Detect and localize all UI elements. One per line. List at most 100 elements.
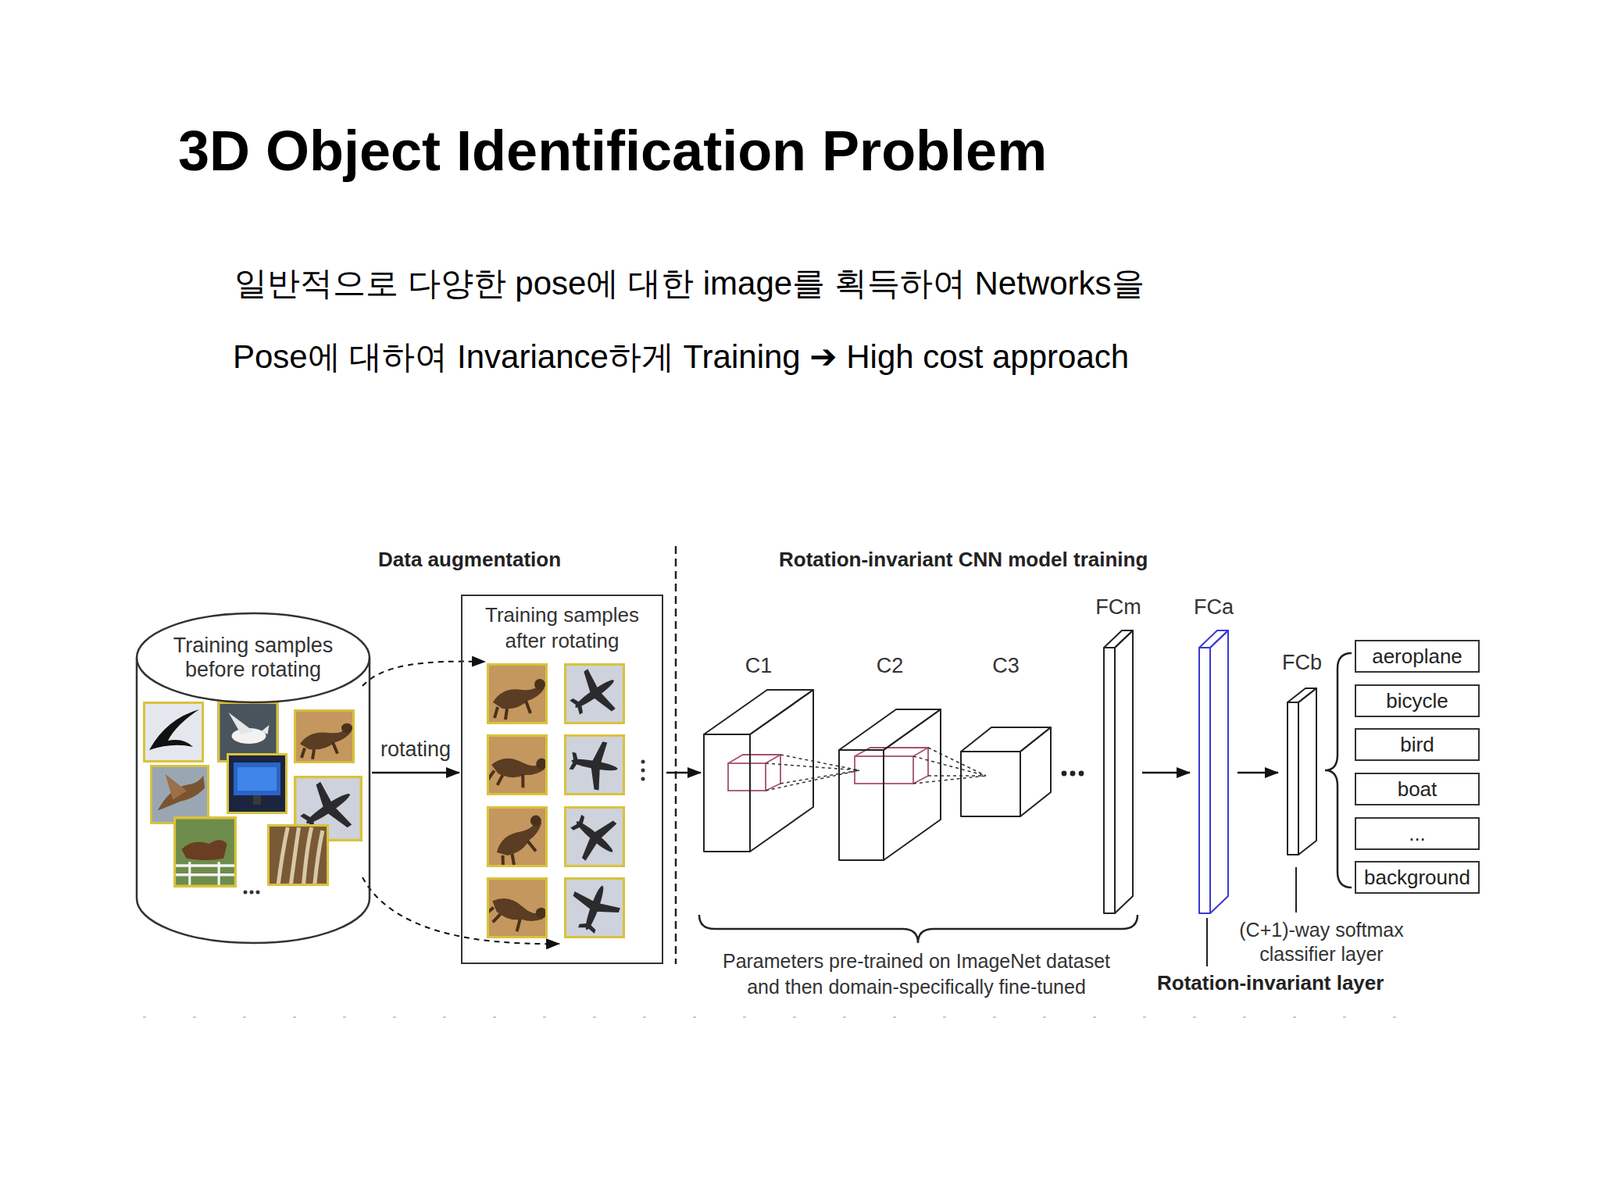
layer-top-face [839,709,941,750]
receptive-projection [765,747,986,791]
photo-horses [173,816,237,888]
photo-subject [181,839,227,861]
photo-frame [218,703,278,762]
photo-ground [226,753,288,815]
photo-subject [278,827,323,885]
photo-frame [268,825,329,886]
photo-ground [150,764,210,825]
note-text: (C+1)-way softmax classifier layer [1227,917,1416,967]
fc-layer-slab: FCa [1199,630,1229,914]
layer-outline [703,689,814,852]
layer-side-face [883,709,941,861]
layer-brace [699,914,1138,943]
photo-ground [564,877,625,939]
connector-arrow [362,661,486,686]
connector-arrow [371,771,460,775]
photo-frame [488,807,547,867]
section-heading: Data augmentation [378,546,561,572]
class-label: boat [1397,777,1438,801]
layer-name: C2 [876,653,904,679]
subtitle-line: 일반적으로 다양한 pose에 대한 image를 획득하여 Networks을 [234,264,1145,304]
photo-frame [150,765,208,823]
photo-ground [293,709,355,764]
photo-subject [228,712,270,735]
photo-subject [489,814,553,869]
class-label: bird [1400,732,1434,757]
note-text: Parameters pre-trained on ImageNet datas… [713,948,1120,1000]
subtitle-line: Pose에 대하여 Invariance하게 Training ➔ High c… [232,337,1129,377]
layer-side-face [1210,630,1229,914]
layer-caption: Rotation-invariant layer [1157,971,1384,996]
layer-front-face [1103,647,1115,914]
cylinder-top [136,613,370,703]
photo-frame [565,664,625,724]
layer-outline [839,709,941,861]
layer-outline [1103,630,1133,914]
layer-outline [1287,688,1317,855]
ellipsis-dots [1061,771,1085,777]
photo-subject [560,660,629,728]
photo-subject [485,742,550,800]
sample-box: Training samples after rotating [460,594,664,965]
photo-ground [173,816,237,888]
class-label: bicycle [1385,689,1448,713]
layer-side-face [1298,688,1317,855]
conv-layer-cube: C1 [703,689,814,852]
photo-frame [565,735,625,795]
ellipsis-dots [641,760,646,782]
layer-front-face [960,751,1021,817]
class-box: background [1354,860,1480,894]
database-cylinder: Training samples before rotating [135,612,371,944]
photo-feathers [267,824,329,886]
photo-subject [164,774,186,800]
photo-frame [175,817,236,887]
photo-subject [560,802,629,871]
leader-line [1206,917,1208,967]
layer-side-face [750,689,814,852]
photo-subject [300,723,353,760]
photo-ground [564,734,625,796]
fc-layer-slab: FCm [1103,630,1133,914]
photo-monitor [226,753,288,815]
ellipsis-dots [243,890,261,895]
layer-name: C3 [992,653,1020,679]
class-label: background [1364,865,1471,890]
layer-top-face [960,727,1051,752]
layer-front-face [703,734,750,852]
layer-front-face [1287,702,1299,855]
section-divider [675,546,678,965]
section-heading: Rotation-invariant CNN model training [778,546,1148,572]
leader-line [1295,867,1297,913]
photo-cat-rotated [482,877,550,946]
photo-subject [237,767,277,791]
layer-side-face [1020,727,1051,817]
photo-subject [566,736,622,793]
cylinder-label: Training samples before rotating [156,633,350,683]
faint-rule [142,1016,1418,1018]
layer-name: FCm [1095,595,1141,620]
photo-subject [563,877,625,940]
photo-bird [150,764,210,825]
photo-plane-rotated [564,734,625,796]
layer-name: C1 [745,653,773,679]
layer-front-face [1199,647,1211,914]
slide-title: 3D Object Identification Problem [178,117,1047,185]
layer-side-face [1114,630,1133,914]
layer-name: FCa [1193,595,1234,620]
connector-arrow [1142,771,1190,775]
photo-frame [488,878,547,938]
photo-subject [492,678,546,720]
layer-front-face [839,750,884,861]
photo-subject [173,861,237,888]
photo-frame [488,735,547,795]
photo-plane-rotated [560,802,629,871]
cylinder-body [136,657,370,943]
layer-outline [960,727,1051,817]
class-label: aeroplane [1371,644,1463,668]
class-box: boat [1354,772,1480,806]
edge-label: rotating [377,737,454,762]
photo-cat-rotated [486,663,548,725]
photo-subject [253,795,261,805]
class-box: ... [1354,817,1480,850]
